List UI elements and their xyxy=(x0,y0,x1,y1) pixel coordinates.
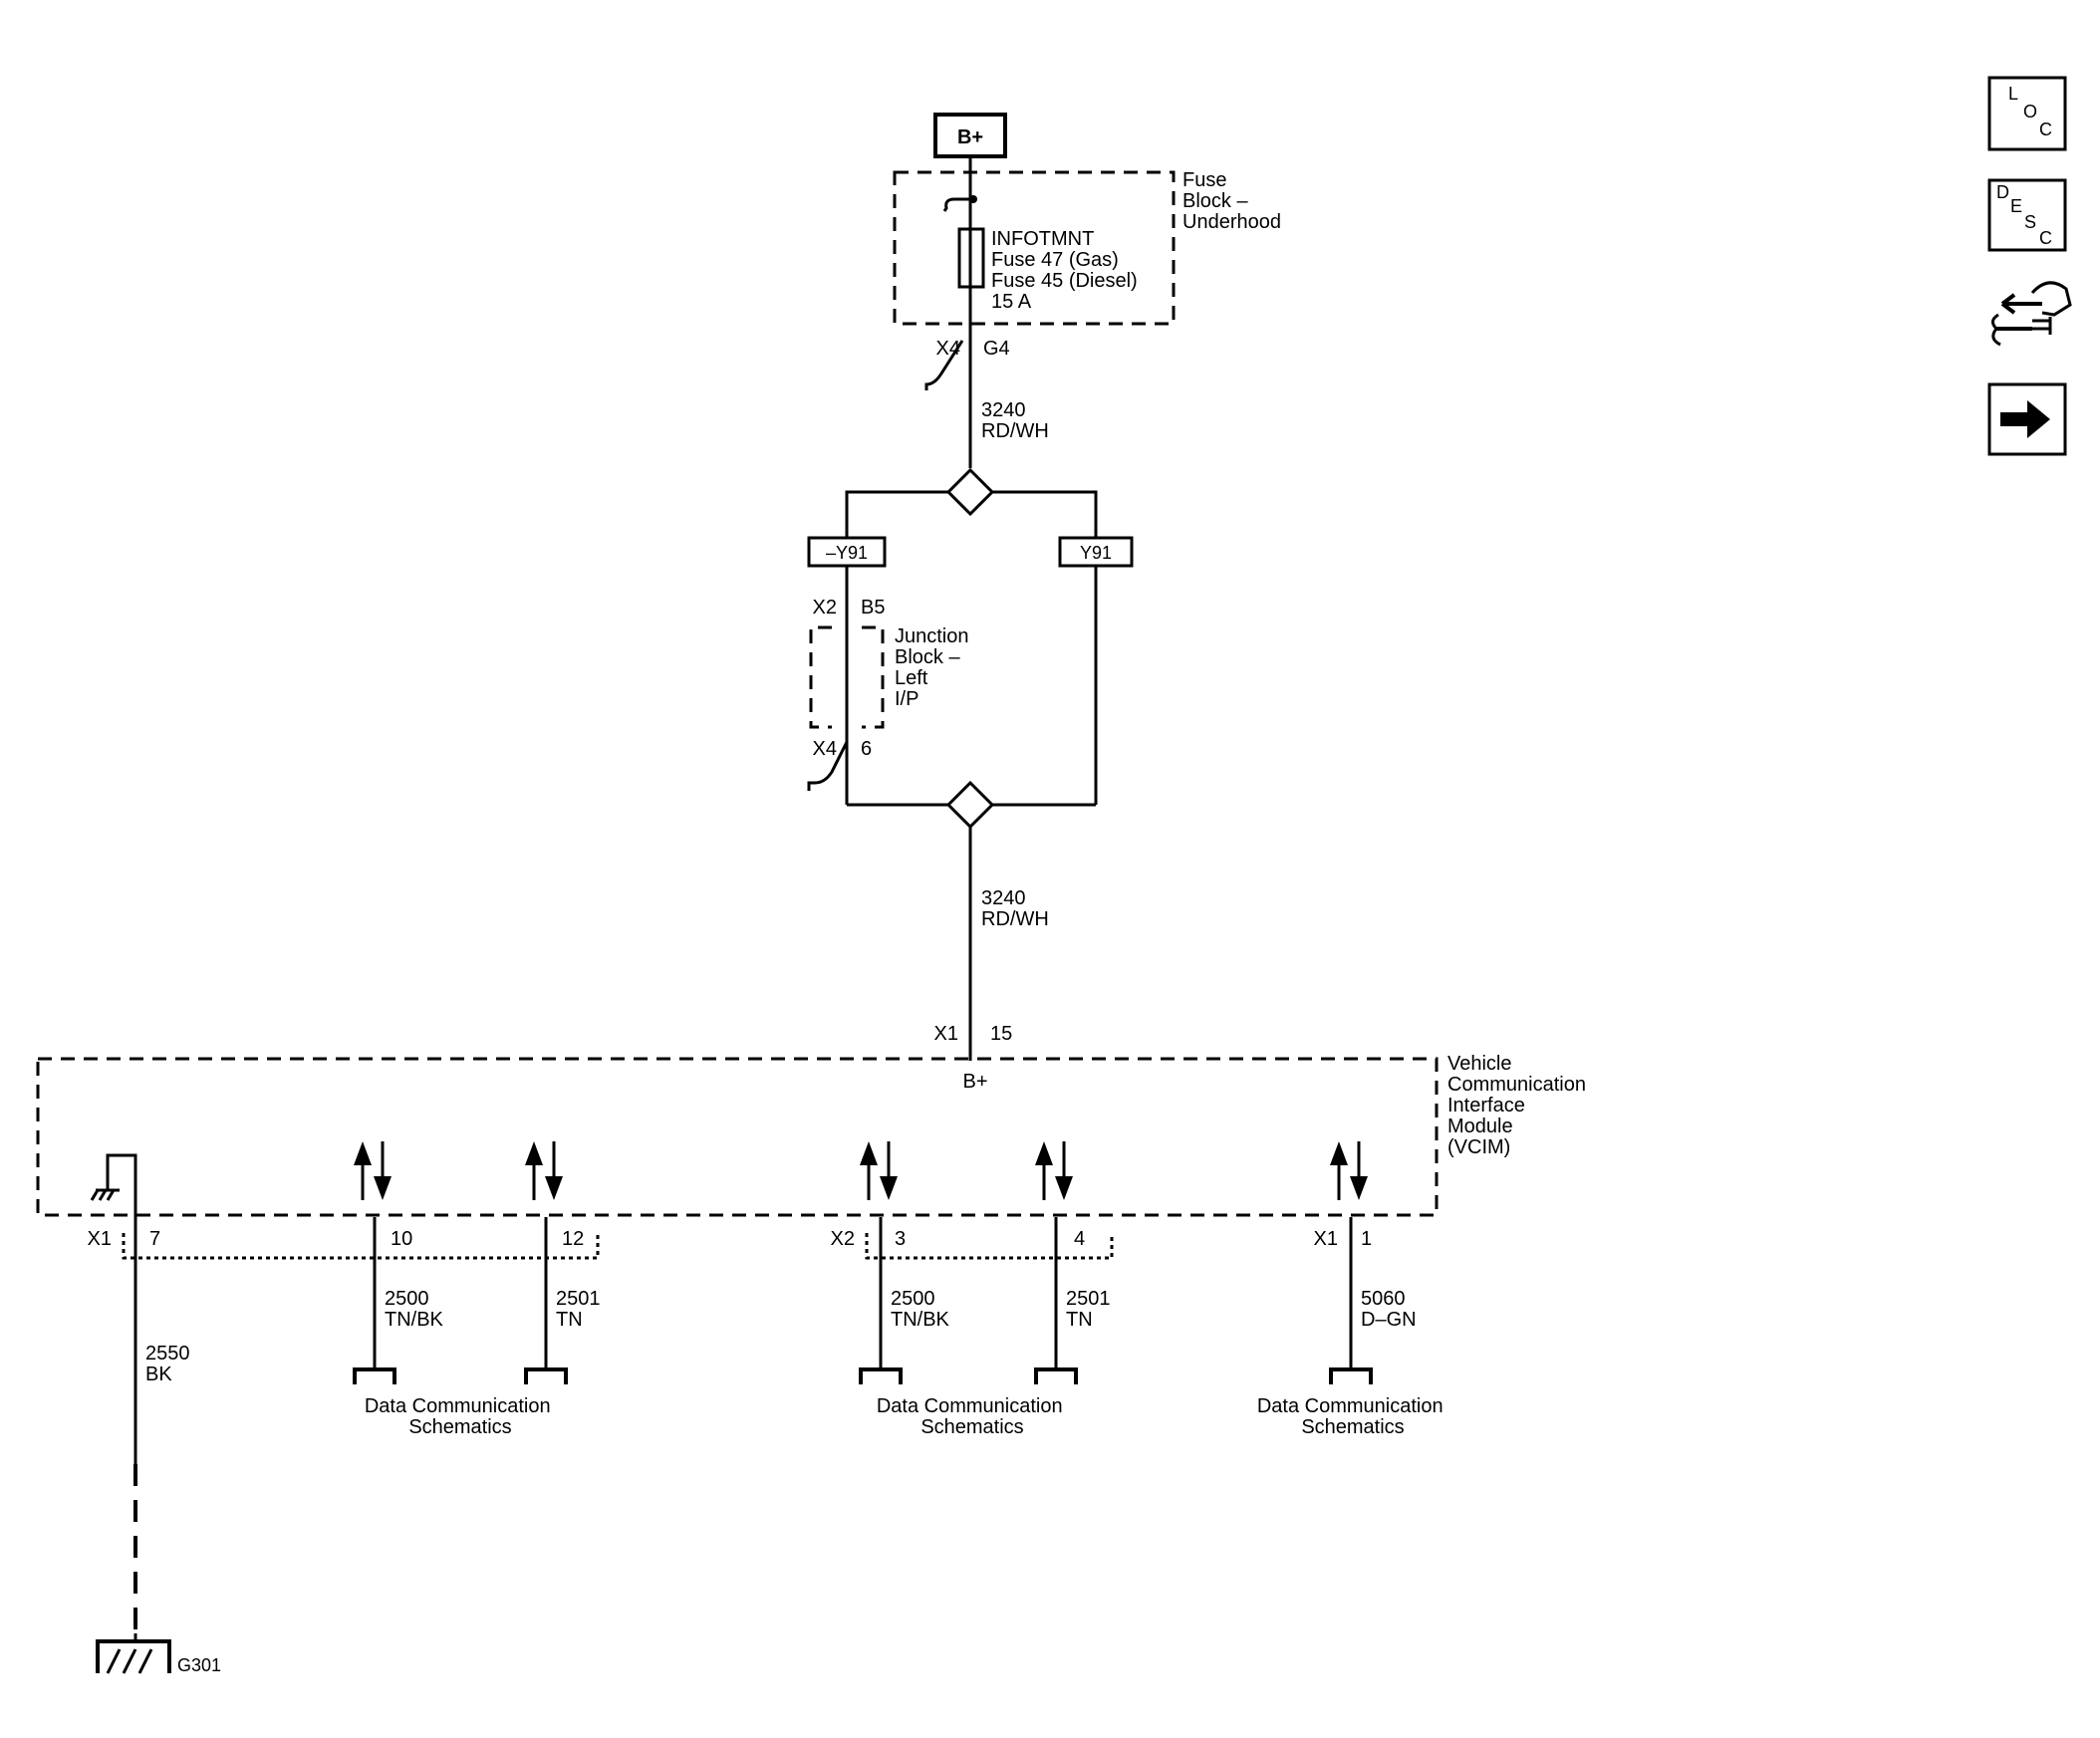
bidirectional-arrow-icon xyxy=(860,1141,898,1200)
ground-label: G301 xyxy=(177,1655,221,1675)
pin-label: 12 xyxy=(562,1228,584,1250)
fuse-pin-label: G4 xyxy=(983,338,1010,360)
splice-top xyxy=(945,467,995,517)
vcim-power-input: B+ xyxy=(962,1071,987,1093)
svg-text:C: C xyxy=(2039,228,2052,248)
internal-ground-icon xyxy=(90,1153,137,1464)
vcim-module xyxy=(36,1057,1439,1217)
pin-label: 10 xyxy=(391,1228,412,1250)
data-wires xyxy=(353,1217,1373,1384)
vcim-power-connector: X1 xyxy=(934,1023,958,1045)
connector-terminal xyxy=(524,1367,568,1384)
svg-text:–Y91: –Y91 xyxy=(826,543,868,563)
vcim-label: Vehicle Communication Interface Module (… xyxy=(1447,1053,1592,1158)
jb-bottom-connector: X4 xyxy=(813,738,837,760)
bidirectional-arrow-icon xyxy=(525,1141,563,1200)
connector-terminal xyxy=(1329,1367,1373,1384)
wire-label: 2500 TN/BK xyxy=(891,1288,950,1331)
option-right: Y91 xyxy=(1058,536,1134,568)
fuse-block-underhood xyxy=(893,170,1176,326)
vcim-power-pin: 15 xyxy=(990,1023,1012,1045)
bidirectional-arrows xyxy=(354,1141,1368,1200)
destination-label: Data Communication Schematics xyxy=(877,1395,1068,1438)
pin-connector-label: X2 xyxy=(831,1228,855,1250)
connector-bracket-x2 xyxy=(865,1233,1114,1260)
svg-text:D: D xyxy=(1996,182,2009,202)
pin-label: 4 xyxy=(1074,1228,1085,1250)
connector-terminal xyxy=(353,1367,396,1384)
description-button[interactable]: D E S C xyxy=(1987,178,2067,252)
fuse-block-label: Fuse Block – Underhood xyxy=(1182,169,1281,233)
wire-label: 2501 TN xyxy=(556,1288,606,1331)
svg-text:O: O xyxy=(2023,102,2037,122)
pin-label: 7 xyxy=(149,1228,160,1250)
connector-bracket-x1 xyxy=(122,1233,600,1260)
battery-supply: B+ xyxy=(933,113,1007,158)
wire-label: 2550 BK xyxy=(145,1343,195,1385)
svg-text:L: L xyxy=(2008,84,2018,104)
jb-bottom-pin: 6 xyxy=(861,738,872,760)
pin-label: 1 xyxy=(1361,1228,1372,1250)
splice-bottom xyxy=(945,780,995,830)
wire-label: 2500 TN/BK xyxy=(385,1288,444,1331)
connector-terminal xyxy=(859,1367,903,1384)
junction-block-label: Junction Block – Left I/P xyxy=(895,625,974,710)
bidirectional-arrow-icon xyxy=(1035,1141,1073,1200)
pin-label: 3 xyxy=(895,1228,906,1250)
lower-wire-label: 3240 RD/WH xyxy=(981,887,1049,930)
arrow-right-icon xyxy=(2000,400,2050,438)
battery-label: B+ xyxy=(957,126,983,148)
destination-label: Data Communication Schematics xyxy=(1257,1395,1448,1438)
next-page-button[interactable] xyxy=(1987,382,2067,456)
option-left: –Y91 xyxy=(807,536,887,568)
svg-text:E: E xyxy=(2010,196,2022,216)
location-button[interactable]: L O C xyxy=(1987,76,2067,151)
destination-label: Data Communication Schematics xyxy=(365,1395,556,1438)
jb-top-pin: B5 xyxy=(861,597,885,619)
fuse-label: INFOTMNT Fuse 47 (Gas) Fuse 45 (Diesel) … xyxy=(991,228,1143,313)
upper-wire-label: 3240 RD/WH xyxy=(981,399,1049,442)
pin-connector-label: X1 xyxy=(88,1228,112,1250)
connector-terminal xyxy=(1034,1367,1078,1384)
svg-text:Y91: Y91 xyxy=(1080,543,1112,563)
bidirectional-arrow-icon xyxy=(1330,1141,1368,1200)
bidirectional-arrow-icon xyxy=(354,1141,392,1200)
wire-label: 2501 TN xyxy=(1066,1288,1116,1331)
pin-connector-label: X1 xyxy=(1314,1228,1338,1250)
wire-label: 5060 D–GN xyxy=(1361,1288,1417,1331)
ground-g301-icon xyxy=(96,1633,171,1674)
svg-text:C: C xyxy=(2039,120,2052,139)
jb-top-connector: X2 xyxy=(813,597,837,619)
svg-text:S: S xyxy=(2024,212,2036,232)
connector-wrench-icon[interactable] xyxy=(1991,281,2072,347)
